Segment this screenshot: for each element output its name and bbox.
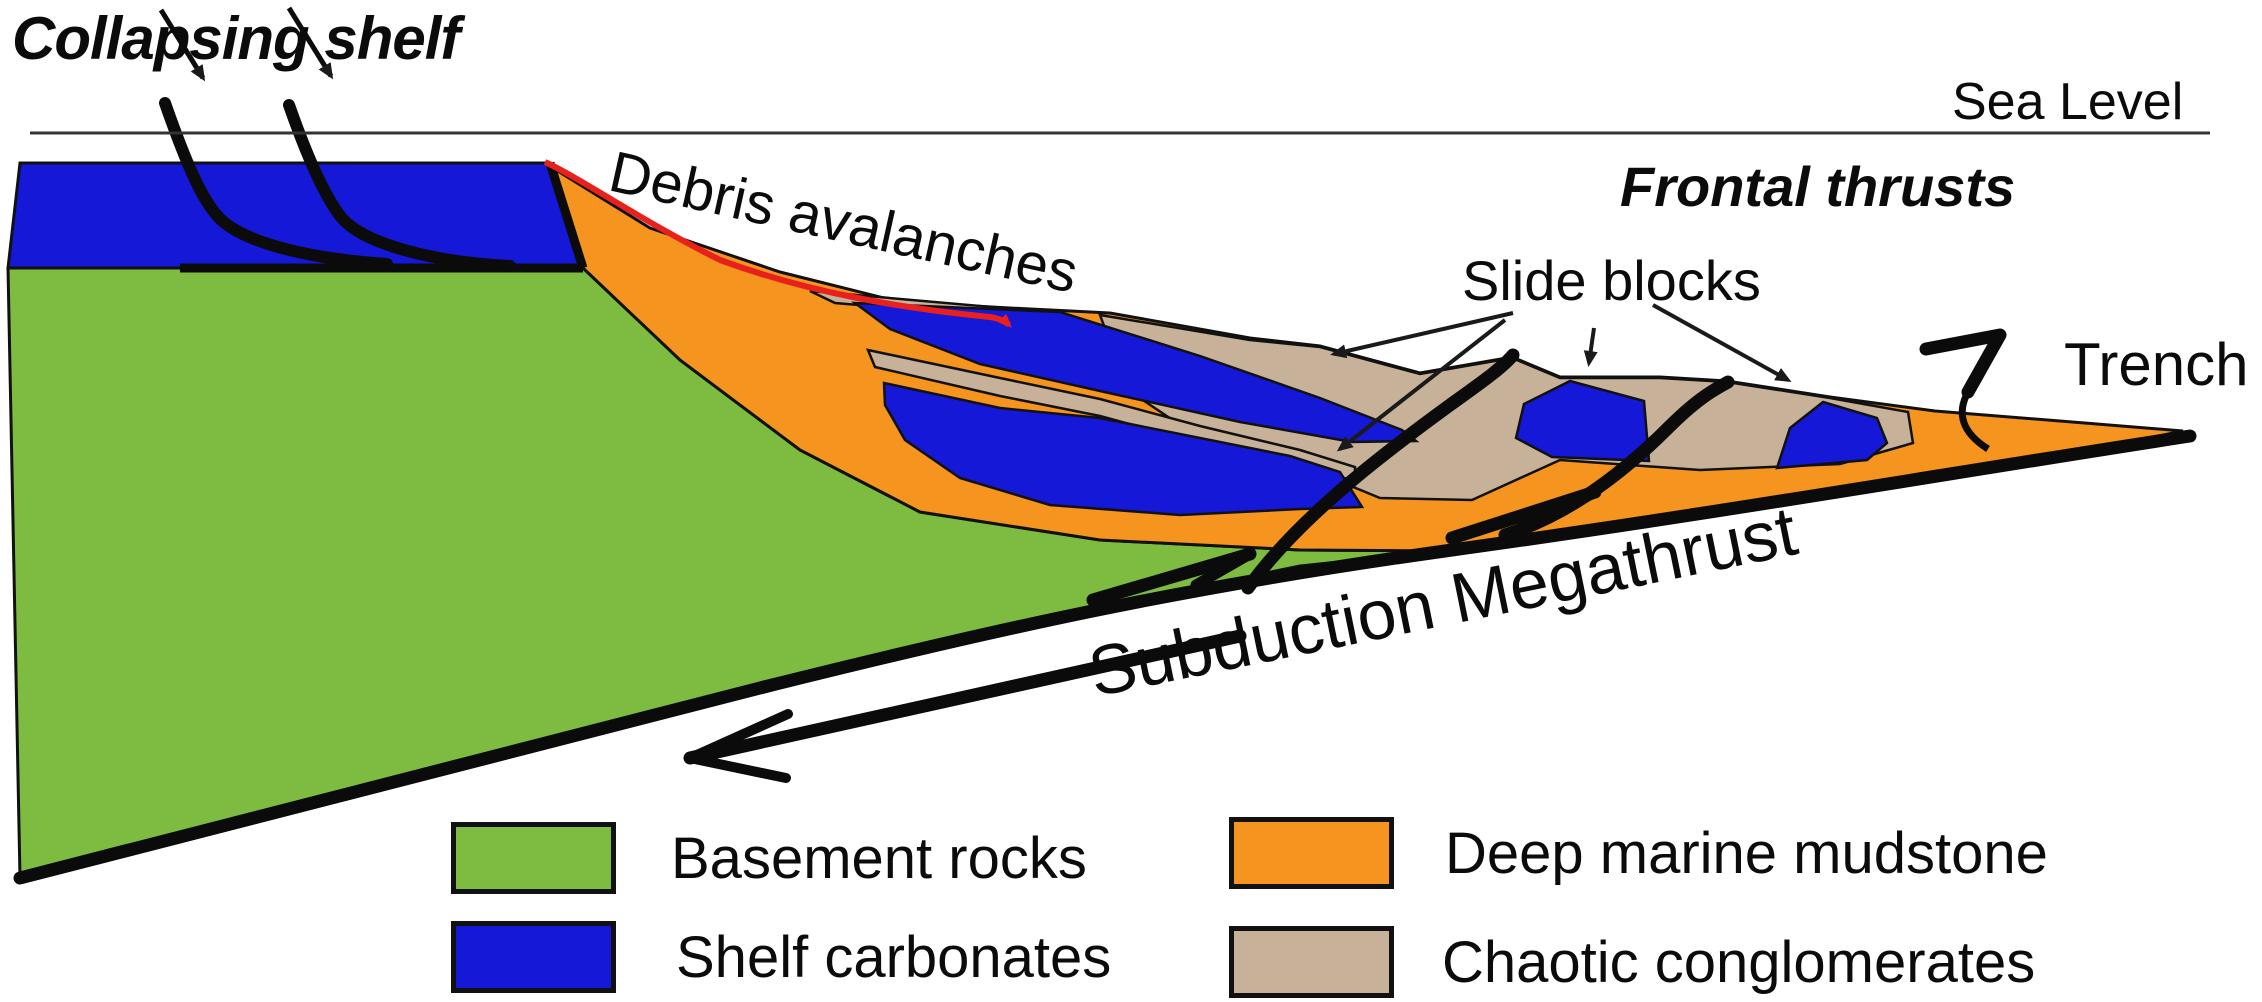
extension-arrow-1: [158, 8, 206, 82]
slide-blocks-pointer-4: [1652, 303, 1792, 382]
frontal-thrust-fault-1: [1241, 348, 1520, 595]
slide-block-mid: [1514, 379, 1651, 463]
slide-block-sliver-lower: [882, 381, 1365, 517]
subducting-plate-arrow: [683, 629, 1247, 783]
slide-blocks-pointer-1: [1330, 311, 1514, 359]
debris-avalanche-arrow: [543, 159, 1012, 328]
legend-item-deep-marine-mudstone: Deep marine mudstone: [1229, 817, 2048, 889]
slide-blocks-label: Slide blocks: [1462, 249, 1761, 312]
shelf-normal-fault-2: [283, 99, 516, 272]
hanging-wall-half-arrow-2: [1445, 485, 1602, 545]
trench-thrust-half-arrow: [1919, 328, 2007, 399]
extension-arrow-2: [286, 6, 334, 80]
frontal-thrusts-label: Frontal thrusts: [1620, 155, 2016, 218]
hanging-wall-half-arrow-1: [1086, 547, 1257, 607]
legend-item-basement-rocks: Basement rocks: [451, 822, 1087, 894]
slide-blocks-pointer-2: [1336, 318, 1507, 452]
legend-label-chaotic-conglomerates: Chaotic conglomerates: [1442, 929, 2036, 995]
legend-label-basement-rocks: Basement rocks: [671, 825, 1087, 891]
sea-level-label: Sea Level: [1952, 73, 2184, 131]
legend-swatch-shelf-carbonates: [451, 921, 616, 993]
trench-thrust-fault: [1958, 390, 1990, 452]
legend-label-shelf-carbonates: Shelf carbonates: [676, 924, 1112, 990]
subduction-megathrust-line: [13, 429, 2197, 885]
slide-block-sliver-upper: [850, 301, 1420, 444]
legend-swatch-basement-rocks: [451, 822, 616, 894]
legend-swatch-chaotic-conglomerates: [1229, 926, 1394, 998]
collapsing-shelf-label: Collapsing shelf: [12, 5, 460, 72]
slide-block-outer: [1775, 400, 1889, 470]
legend-item-chaotic-conglomerates: Chaotic conglomerates: [1229, 926, 2035, 998]
shelf-edge-line: [545, 161, 588, 270]
legend-label-deep-marine-mudstone: Deep marine mudstone: [1445, 820, 2048, 886]
trench-label: Trench: [2064, 331, 2249, 398]
slide-blocks-pointer-3: [1583, 327, 1598, 367]
shelf-normal-fault-1: [159, 97, 393, 270]
legend-item-shelf-carbonates: Shelf carbonates: [451, 921, 1111, 993]
legend-swatch-deep-marine-mudstone: [1229, 817, 1394, 889]
